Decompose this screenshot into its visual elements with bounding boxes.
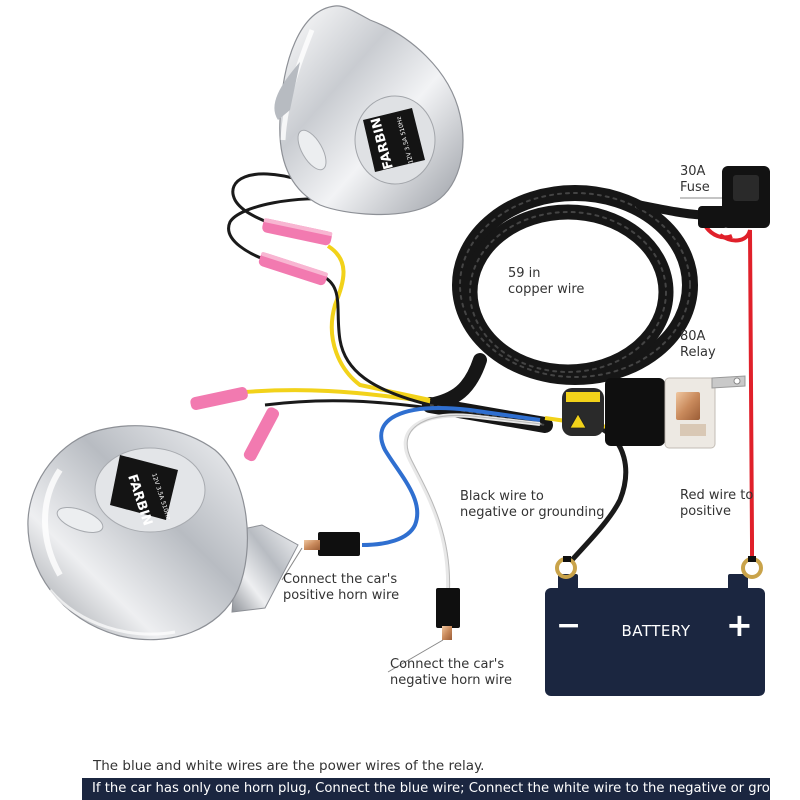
red-wire-label-line1: Red wire to xyxy=(680,488,754,503)
yellow-wire-top xyxy=(326,244,431,402)
battery-plus-sign: + xyxy=(726,606,753,644)
copper-wire-coil xyxy=(422,185,710,433)
horn-bottom: FARBIN 12V 3.5A 510Hz xyxy=(27,425,299,641)
relay-label: 80A Relay xyxy=(680,329,716,361)
battery-label: BATTERY xyxy=(621,622,691,640)
blue-wire xyxy=(361,406,541,547)
red-wire-label-line2: positive xyxy=(680,504,731,519)
horn-top: FARBIN 12V 3.5A 510Hz xyxy=(274,5,464,216)
black-wire-label-line1: Black wire to xyxy=(460,489,544,504)
battery xyxy=(545,556,765,696)
black-wire-lower xyxy=(264,399,431,410)
red-wire-label: Red wire to positive xyxy=(680,488,753,520)
fuse-label-line1: 30A xyxy=(680,164,706,179)
copper-wire-label-line1: 59 in xyxy=(508,266,541,281)
positive-horn-label-line1: Connect the car's xyxy=(283,572,398,587)
positive-horn-label-line2: positive horn wire xyxy=(283,588,400,603)
copper-wire-label-line2: copper wire xyxy=(508,282,585,297)
note-power-wires: The blue and white wires are the power w… xyxy=(93,758,485,774)
leader-lines xyxy=(281,197,722,673)
relay-label-line2: Relay xyxy=(680,345,716,360)
battery-minus-sign: − xyxy=(556,608,582,643)
black-wire-top xyxy=(319,273,431,407)
positive-horn-label: Connect the car's positive horn wire xyxy=(283,572,399,604)
butt-connectors xyxy=(190,218,333,462)
black-wire-label-line2: negative or grounding xyxy=(460,505,605,520)
red-wire-fuse-lead xyxy=(704,225,733,240)
negative-horn-label-line1: Connect the car's xyxy=(390,657,505,672)
copper-wire-label: 59 in copper wire xyxy=(508,266,584,298)
negative-horn-plug xyxy=(436,588,460,640)
negative-horn-label: Connect the car's negative horn wire xyxy=(390,657,512,689)
positive-horn-plug xyxy=(304,532,360,556)
relay xyxy=(562,375,746,449)
fuse-label: 30A Fuse xyxy=(680,164,710,196)
fuse-label-line2: Fuse xyxy=(680,180,710,195)
negative-horn-label-line2: negative horn wire xyxy=(390,673,512,688)
black-wire-label: Black wire to negative or grounding xyxy=(460,489,605,521)
fuse-holder xyxy=(698,166,770,228)
relay-label-line1: 80A xyxy=(680,329,706,344)
note-single-plug: If the car has only one horn plug, Conne… xyxy=(82,778,770,800)
